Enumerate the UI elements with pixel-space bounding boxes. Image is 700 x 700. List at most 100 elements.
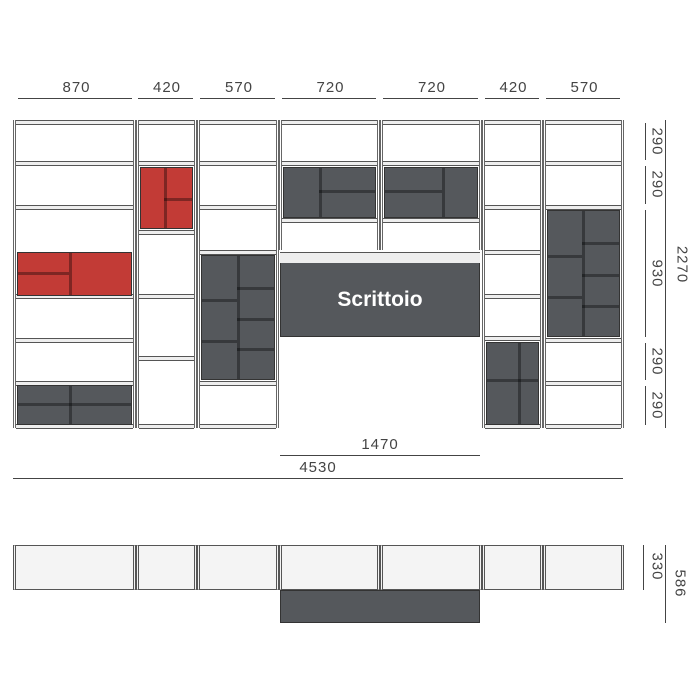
desk-label: Scrittoio <box>337 287 423 311</box>
width-label: 570 <box>570 79 599 96</box>
height-line <box>645 343 646 380</box>
box-divider <box>236 286 274 290</box>
shelf <box>282 218 377 223</box>
bookcase-column <box>197 120 279 429</box>
box-divider <box>442 168 446 217</box>
dark-storage-box <box>201 255 275 380</box>
shelf <box>200 161 276 166</box>
shelf <box>139 424 194 429</box>
shelf <box>139 294 194 299</box>
width-line <box>200 98 275 99</box>
height-label: 290 <box>648 346 666 376</box>
shelf <box>383 218 479 223</box>
total-width-line <box>13 478 623 479</box>
bookcase-column <box>543 120 624 429</box>
width-label: 870 <box>62 79 91 96</box>
plan-depth-desk-line <box>665 545 666 623</box>
width-label: 720 <box>316 79 345 96</box>
box-divider <box>68 253 72 295</box>
bookcase-column <box>136 120 197 429</box>
total-height-label: 2270 <box>673 245 691 284</box>
box-divider <box>202 339 237 343</box>
red-storage-box <box>140 167 193 229</box>
shelf <box>485 205 540 210</box>
dark-storage-box <box>283 167 376 218</box>
shelf <box>383 161 479 166</box>
width-label: 570 <box>224 79 254 96</box>
height-label: 930 <box>648 258 666 288</box>
box-divider <box>318 168 322 217</box>
box-divider <box>582 273 619 277</box>
box-divider <box>582 304 619 308</box>
box-divider <box>548 296 583 299</box>
width-line <box>138 98 193 99</box>
width-line <box>383 98 478 99</box>
height-label: 290 <box>648 390 666 420</box>
shelf <box>200 381 276 386</box>
plan-module <box>197 545 279 590</box>
box-divider <box>18 403 131 407</box>
box-divider <box>487 379 538 383</box>
box-divider <box>236 256 240 379</box>
shelf <box>200 424 276 429</box>
plan-module <box>279 545 380 590</box>
box-divider <box>163 198 192 201</box>
shelf <box>546 205 621 210</box>
red-storage-box <box>17 252 132 296</box>
shelf <box>139 356 194 361</box>
box-divider <box>202 299 237 303</box>
desk-width-line <box>280 455 480 456</box>
shelf <box>139 161 194 166</box>
width-label: 420 <box>499 79 528 96</box>
box-divider <box>68 386 72 424</box>
plan-module <box>13 545 136 590</box>
shelf <box>546 381 621 386</box>
shelf <box>200 205 276 210</box>
plan-depth-line <box>643 545 644 590</box>
bookcase-column <box>13 120 136 429</box>
box-divider <box>582 211 586 336</box>
width-line <box>546 98 620 99</box>
shelf <box>282 120 377 125</box>
box-divider <box>18 271 69 275</box>
height-label: 290 <box>648 170 666 199</box>
box-divider <box>318 190 375 194</box>
shelf <box>485 294 540 299</box>
plan-module <box>543 545 624 590</box>
box-divider <box>517 343 521 424</box>
shelf <box>546 424 621 429</box>
width-line <box>485 98 539 99</box>
plan-module <box>380 545 482 590</box>
total-width-label: 4530 <box>299 459 337 476</box>
plan-depth-desk-label: 586 <box>671 569 689 598</box>
shelf <box>546 338 621 343</box>
box-divider <box>236 348 274 352</box>
shelf <box>16 338 133 343</box>
dark-storage-box <box>547 210 620 337</box>
shelf <box>16 205 133 210</box>
bookcase-column <box>279 120 380 250</box>
shelf <box>485 336 540 341</box>
plan-desk <box>280 590 480 623</box>
height-line <box>645 123 646 160</box>
dark-storage-box <box>17 385 132 425</box>
shelf <box>282 161 377 166</box>
shelf <box>485 120 540 125</box>
desk-scrittoio: Scrittoio <box>280 262 480 337</box>
height-line <box>645 166 646 204</box>
plan-module <box>136 545 197 590</box>
dark-storage-box <box>384 167 478 218</box>
shelf <box>485 161 540 166</box>
height-label: 290 <box>648 126 666 156</box>
plan-module <box>482 545 543 590</box>
bookcase-column <box>482 120 543 429</box>
width-label: 420 <box>152 79 182 96</box>
box-divider <box>582 242 619 246</box>
shelf <box>200 120 276 125</box>
desk-top <box>280 252 480 263</box>
total-height-line <box>665 120 666 428</box>
height-line <box>645 386 646 425</box>
shelf <box>200 250 276 255</box>
shelf <box>383 120 479 125</box>
